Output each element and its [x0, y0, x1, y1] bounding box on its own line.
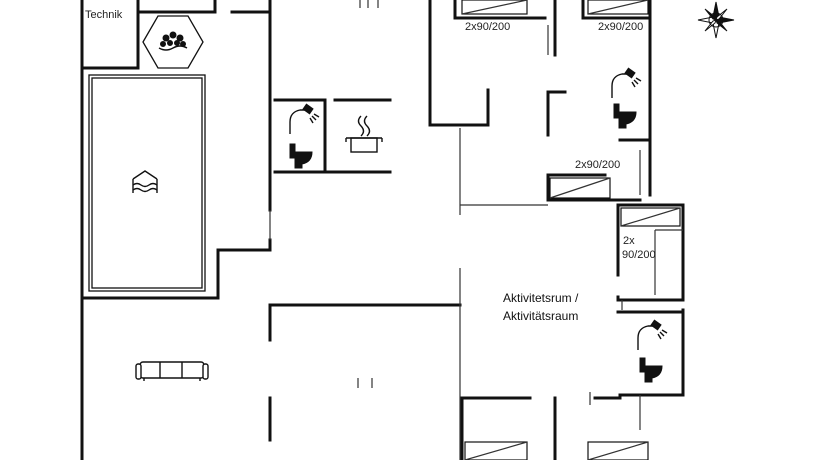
shower-icon	[637, 319, 668, 350]
bed-label-top-left: 2x90/200	[465, 21, 510, 33]
sofa-icon	[135, 361, 209, 381]
partitions	[269, 0, 683, 460]
toilet-icon	[639, 357, 663, 383]
bed-label-top-right: 2x90/200	[598, 21, 643, 33]
activity-room-label-line1: Aktivitetsrum /	[503, 291, 579, 305]
shower-icon	[611, 67, 642, 98]
activity-room-label-line2: Aktivitätsraum	[503, 309, 578, 323]
toilet-icon	[613, 103, 637, 129]
technik-label: Technik	[85, 9, 123, 21]
bed-label-right-line1: 2x	[623, 235, 635, 247]
pool-icon	[132, 170, 158, 193]
beds	[461, 0, 681, 460]
shower-icon	[289, 103, 320, 134]
toilet-icon	[289, 143, 313, 169]
pool	[88, 74, 206, 292]
bed-label-right-line2: 90/200	[622, 249, 656, 261]
bed-label-mid: 2x90/200	[575, 159, 620, 171]
compass-rose-icon	[697, 1, 735, 39]
whirlpool-icon	[142, 15, 204, 69]
walls	[80, 0, 685, 460]
cooking-pot-icon	[345, 115, 383, 153]
